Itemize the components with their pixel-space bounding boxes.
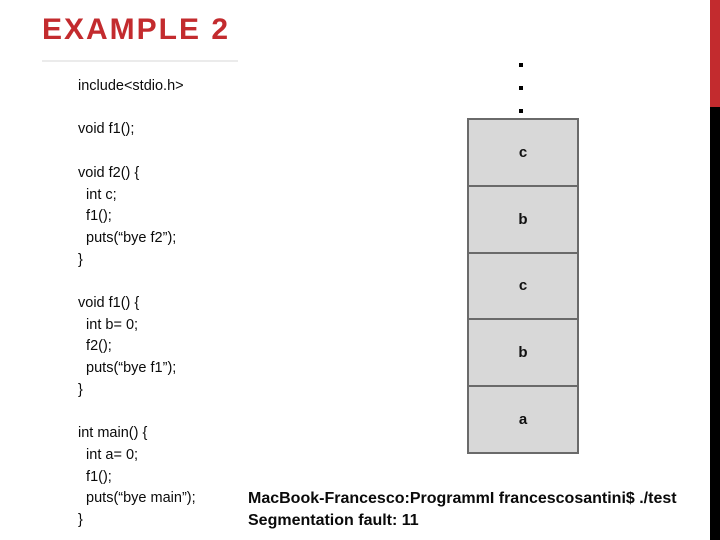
ellipsis-dot bbox=[519, 109, 523, 113]
stack-cell-0: c bbox=[469, 120, 577, 185]
title-underline bbox=[42, 60, 238, 62]
edge-bar-black bbox=[710, 107, 720, 540]
terminal-command-line: MacBook-Francesco:ProgrammI francescosan… bbox=[248, 490, 677, 507]
terminal-output: MacBook-Francesco:ProgrammI francescosan… bbox=[248, 488, 677, 532]
slide-title: EXAMPLE 2 bbox=[42, 13, 231, 46]
stack-cell-4: a bbox=[469, 385, 577, 452]
terminal-segfault-line: Segmentation fault: 11 bbox=[248, 512, 419, 529]
ellipsis-dot bbox=[519, 63, 523, 67]
stack-cell-1: b bbox=[469, 184, 577, 252]
edge-bar-red bbox=[710, 0, 720, 107]
stack-ellipsis-dots bbox=[519, 63, 523, 113]
stack-cell-2: c bbox=[469, 251, 577, 319]
code-block: include<stdio.h> void f1(); void f2() { … bbox=[78, 78, 196, 529]
stack-cell-3: b bbox=[469, 318, 577, 386]
ellipsis-dot bbox=[519, 86, 523, 90]
